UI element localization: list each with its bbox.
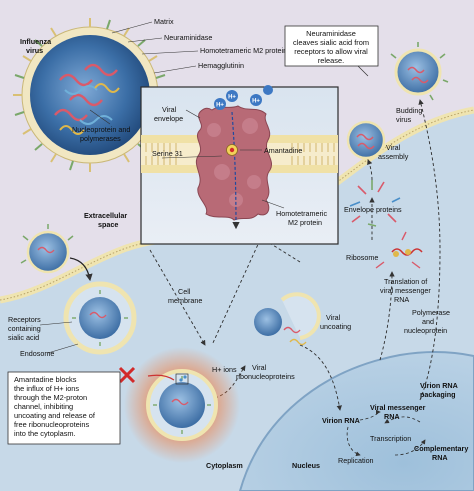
envelope-proteins-cluster — [349, 180, 401, 227]
attaching-virus — [20, 224, 74, 274]
viral-uncoating-label-2: uncoating — [320, 322, 351, 331]
h-ions-label: H+ ions — [212, 365, 237, 374]
polymerase-label-3: nucleoprotein — [404, 326, 447, 335]
influenza-virus-label-2: virus — [26, 46, 43, 55]
m2-inset-label-2: M2 protein — [288, 218, 322, 227]
cytoplasm-label: Cytoplasm — [206, 461, 243, 470]
translation-label-3: RNA — [394, 295, 409, 304]
influenza-virus-label-1: Influenza — [20, 37, 52, 46]
viral-uncoating-label-1: Viral — [326, 313, 341, 322]
blocked-ion-arrow — [147, 374, 175, 381]
amantadine-callout-line-1: Amantadine blocks — [14, 375, 77, 384]
receptors-label-1: Receptors — [8, 315, 41, 324]
h-plus-2: H+ — [228, 95, 236, 101]
neuraminidase-callout-line-1: Neuraminidase — [306, 29, 356, 38]
transcription-label: Transcription — [370, 434, 411, 443]
receptors-label-3: sialic acid — [8, 333, 39, 342]
amantadine-callout: Amantadine blocks the influx of H+ ions … — [7, 371, 121, 445]
envelope-proteins-label: Envelope proteins — [344, 205, 402, 214]
amantadine-callout-line-4: channel, inhibiting — [14, 402, 73, 411]
serine-label: Serine 31 — [152, 149, 183, 158]
ribosome-cluster — [375, 231, 423, 269]
h-plus-ions: H+ H+ H+ — [214, 85, 273, 110]
neuraminidase-label: Neuraminidase — [164, 33, 212, 42]
virion-rna-packaging-label-2: packaging — [420, 390, 456, 399]
nucleus-label: Nucleus — [292, 461, 320, 470]
viral-rnp-label-2: ribonucleoproteins — [236, 372, 295, 381]
complementary-rna-label-1: Complementary — [414, 444, 468, 453]
nucleus-region — [238, 351, 474, 491]
nucleoprotein-label-2: polymerases — [80, 134, 121, 143]
endosome-label: Endosome — [20, 349, 54, 358]
m2-channel-inset: H+ H+ H+ Viral envelope Serine 31 Amanta… — [140, 85, 339, 245]
virion-rna-packaging-label-1: Virion RNA — [420, 381, 458, 390]
budding-virus-label-1: Budding — [396, 106, 422, 115]
extracellular-label-1: Extracellular — [84, 211, 127, 220]
cell-membrane-label-2: membrane — [168, 296, 202, 305]
neuraminidase-callout-line-3: receptors to allow viral — [294, 47, 368, 56]
hemagglutinin-label: Hemagglutinin — [198, 61, 244, 70]
budding-virus — [390, 42, 449, 101]
amantadine-callout-line-2: the influx of H+ ions — [14, 384, 79, 393]
amantadine-callout-line-5: uncoating and release of — [14, 411, 96, 420]
cell-membrane-label-1: Cell — [178, 287, 191, 296]
viral-assembly-label-2: assembly — [378, 152, 409, 161]
virion-rna-label: Virion RNA — [322, 416, 360, 425]
amantadine-callout-line-6: free ribonucleoproteins — [14, 420, 89, 429]
viral-envelope-label-2: envelope — [154, 114, 183, 123]
viral-envelope-label-1: Viral — [162, 105, 177, 114]
top-leader-lines — [89, 21, 199, 125]
budding-virus-label-2: virus — [396, 115, 412, 124]
viral-assembly-label-1: Viral — [386, 143, 401, 152]
receptors-label-2: containing — [8, 324, 41, 333]
amantadine-label: Amantadine — [264, 146, 302, 155]
viral-rnp-label-1: Viral — [252, 363, 267, 372]
influenza-virus-large — [13, 18, 167, 172]
nucleus-cycle-arrows — [346, 409, 426, 457]
m2-protein-label: Homotetrameric M2 protein — [200, 46, 287, 55]
nucleoprotein-label-1: Nucleoprotein and — [72, 125, 130, 134]
translation-label-2: viral messenger — [380, 286, 431, 295]
h-plus-1: H+ — [216, 103, 224, 109]
block-x-icon — [118, 366, 136, 384]
matrix-label: Matrix — [154, 17, 174, 26]
amantadine-callout-line-7: into the cytoplasm. — [14, 429, 76, 438]
endosome — [63, 281, 137, 355]
attachment-arrow — [69, 257, 93, 282]
amantadine-callout-line-3: through the M2-proton — [14, 393, 87, 402]
receptor-leader-lines — [39, 321, 79, 354]
m2-inset-label-1: Homotetrameric — [276, 209, 328, 218]
extracellular-label-2: space — [98, 220, 118, 229]
neuraminidase-callout-line-2: cleaves sialic acid from — [293, 38, 369, 47]
polymerase-label-2: and — [422, 317, 434, 326]
polymerase-label-1: Polymerase — [412, 308, 450, 317]
amantadine-molecule — [226, 144, 238, 156]
viral-mrna-label-1: Viral messenger — [370, 403, 426, 412]
ribosome-label: Ribosome — [346, 253, 378, 262]
h-plus-3: H+ — [252, 99, 260, 105]
replication-label: Replication — [338, 456, 374, 465]
amantadine-blocked-virus — [124, 347, 240, 463]
viral-uncoating — [254, 292, 321, 346]
translation-label-1: Translation of — [384, 277, 427, 286]
neuraminidase-callout: Neuraminidase cleaves sialic acid from r… — [284, 25, 379, 77]
neuraminidase-callout-line-4: release. — [318, 56, 344, 65]
complementary-rna-label-2: RNA — [432, 453, 448, 462]
viral-mrna-label-2: RNA — [384, 412, 400, 421]
viral-assembly-particle — [346, 120, 386, 160]
